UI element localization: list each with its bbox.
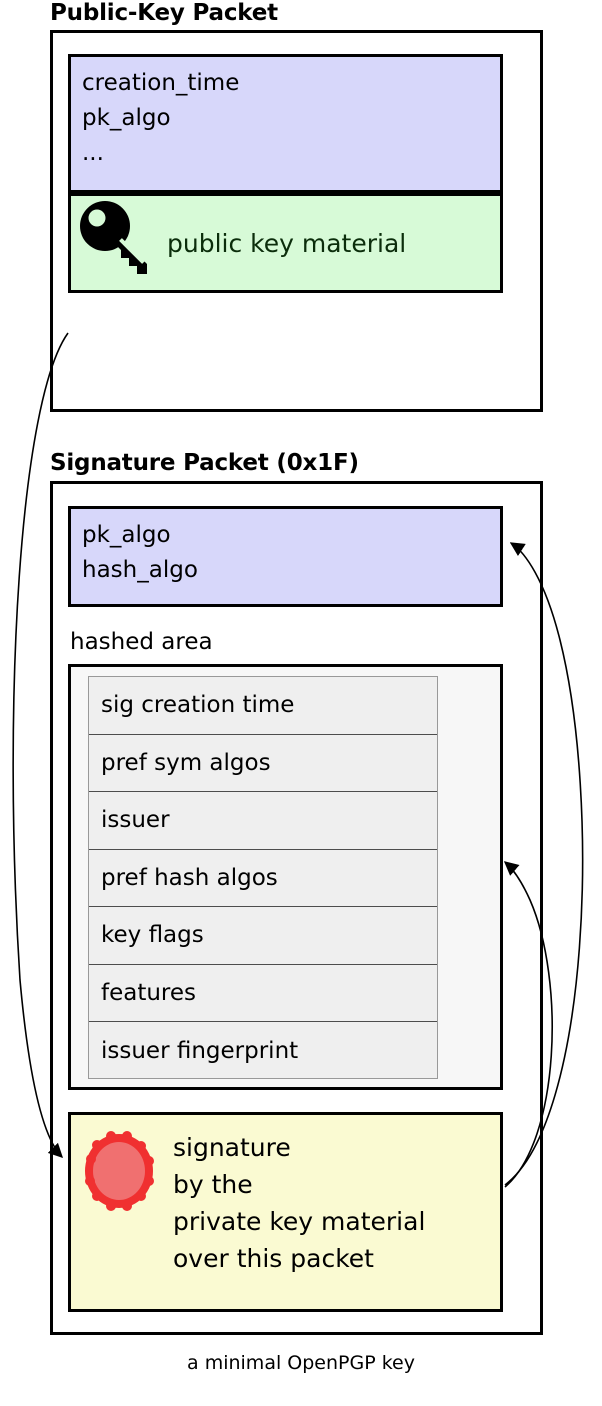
public-key-material-label: public key material [167,228,407,258]
subpacket-row[interactable]: pref sym algos [89,735,437,792]
signature-block: signature by the private key material ov… [68,1112,503,1312]
diagram-caption: a minimal OpenPGP key [187,1352,415,1374]
hashed-area-label: hashed area [70,629,213,655]
public-key-packet-title: Public-Key Packet [50,0,278,26]
subpacket-row[interactable]: features [89,965,437,1022]
signature-line: over this packet [173,1244,374,1273]
subpacket-row[interactable]: pref hash algos [89,850,437,907]
subpacket-row[interactable]: issuer fingerprint [101,1037,299,1064]
subpacket-row[interactable]: sig creation time [89,677,437,735]
public-key-header-fields: creation_time pk_algo ... [68,54,503,193]
field-sig-pk-algo: pk_algo [82,522,171,548]
field-sig-hash-algo: hash_algo [82,557,198,583]
hashed-subpacket-table: sig creation time pref sym algos issuer … [88,676,438,1079]
subpacket-row[interactable]: key flags [89,907,437,965]
signature-line: signature [173,1133,291,1162]
public-key-material-block: public key material [68,193,503,293]
signature-line: by the [173,1170,253,1199]
seal-icon [79,1129,159,1224]
field-pk-algo: pk_algo [82,105,171,131]
signature-block-text: signature by the private key material ov… [173,1129,425,1277]
field-ellipsis: ... [82,140,104,166]
signature-algo-fields: pk_algo hash_algo [68,506,503,607]
subpacket-row[interactable]: issuer [89,792,437,850]
signature-packet-title: Signature Packet (0x1F) [50,450,359,476]
field-creation-time: creation_time [82,70,240,96]
key-icon [77,198,155,289]
signature-line: private key material [173,1207,426,1236]
